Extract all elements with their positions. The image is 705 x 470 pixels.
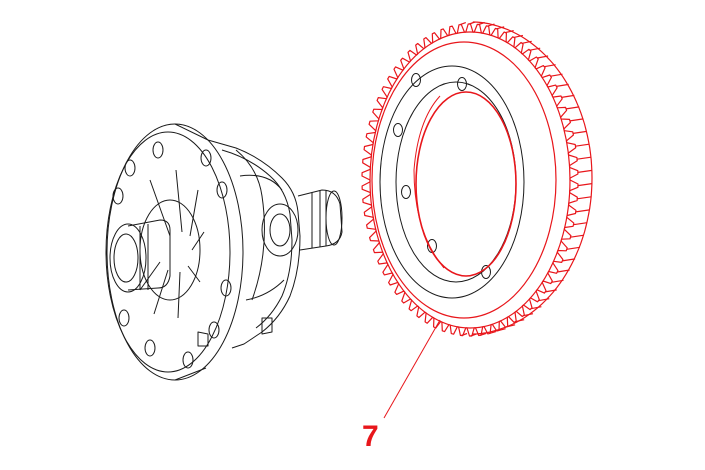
part-callout-7[interactable]: 7 (362, 420, 379, 453)
housing-body-rim (235, 149, 265, 301)
housing-lug (197, 317, 273, 347)
housing-body-inner (221, 149, 293, 329)
housing-window-edge (239, 174, 285, 301)
hub-spline-lines (139, 224, 149, 290)
ring-gear-bore-chamfer (413, 95, 445, 269)
flange-bolt-holes (112, 141, 232, 369)
ring-gear-face (379, 65, 525, 299)
ring-gear-bore-edge (415, 91, 517, 277)
side-shaft-splines (311, 190, 327, 248)
housing-flange-outer (106, 123, 244, 381)
differential-housing (105, 123, 343, 381)
hub-face-outer (109, 223, 147, 293)
hub-neck (127, 219, 171, 291)
ring-gear-back-edge (472, 21, 593, 335)
ring-gear-bore (413, 91, 517, 277)
ring-gear-outer-rim (369, 31, 571, 329)
hub-face-inner (113, 233, 139, 283)
side-shaft-end (325, 190, 343, 246)
pinion-shaft-hole (269, 213, 291, 247)
ring-gear-tooth-profile (361, 23, 579, 337)
housing-flange-thickness (174, 123, 209, 381)
ring-gear (361, 21, 593, 337)
ring-gear-root-circle (371, 41, 557, 319)
callout-leader-line (383, 319, 441, 419)
housing-body (207, 139, 301, 349)
pinion-shaft-boss (261, 203, 299, 257)
flange-ribs (139, 169, 205, 319)
ring-gear-face-outer (379, 65, 525, 299)
ring-gear-bolt-holes (393, 73, 491, 279)
housing-flange-face (105, 131, 231, 373)
